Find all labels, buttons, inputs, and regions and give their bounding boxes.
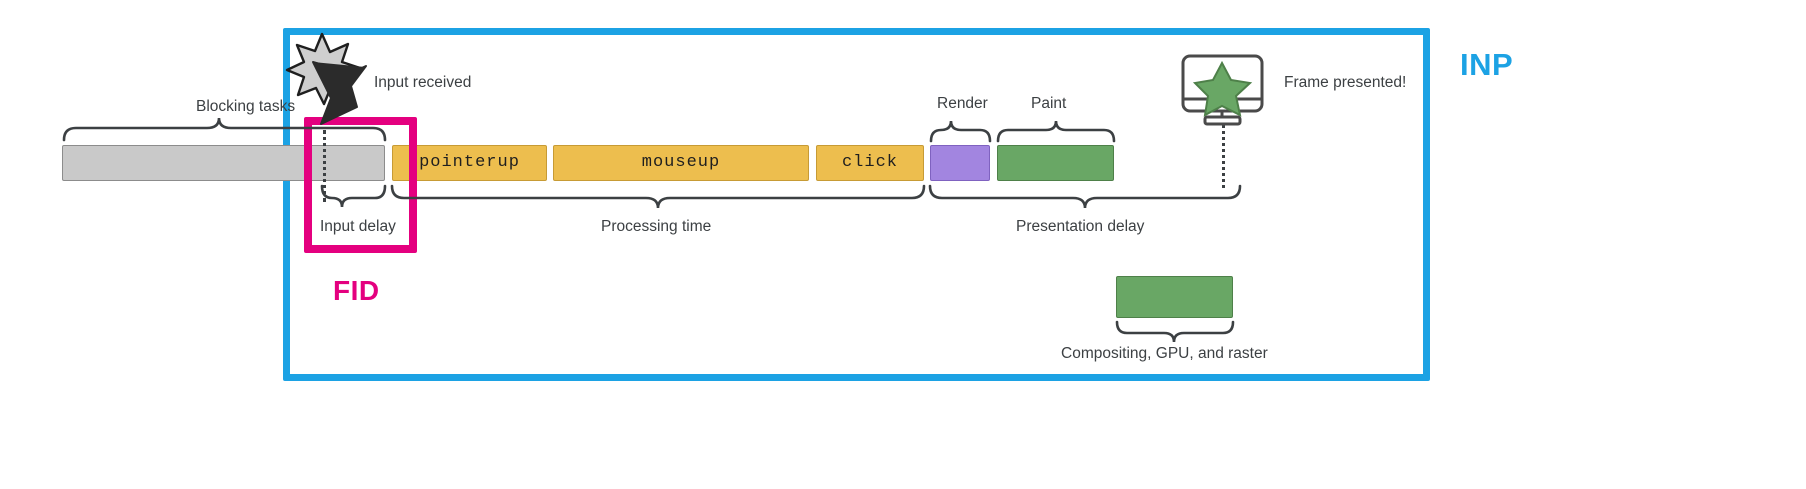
bar-click-label: click — [841, 153, 898, 172]
bar-paint — [997, 145, 1114, 181]
bar-mouseup-label: mouseup — [641, 153, 721, 172]
inp-boundary-box — [283, 28, 1430, 381]
bar-blocking-tasks — [62, 145, 385, 181]
label-compositing: Compositing, GPU, and raster — [1061, 345, 1268, 362]
label-frame-presented: Frame presented! — [1284, 74, 1407, 91]
fid-label: FID — [333, 275, 380, 306]
input-received-guide-line — [323, 130, 326, 202]
frame-presented-guide-line — [1222, 125, 1225, 188]
label-render: Render — [937, 95, 988, 112]
bar-pointerup-label: pointerup — [419, 153, 520, 172]
label-processing-time: Processing time — [601, 218, 712, 235]
label-presentation-delay: Presentation delay — [1016, 218, 1145, 235]
bar-mouseup: mouseup — [553, 145, 809, 181]
label-blocking-tasks: Blocking tasks — [196, 98, 296, 115]
label-input-received: Input received — [374, 74, 472, 91]
bar-click: click — [816, 145, 924, 181]
label-input-delay: Input delay — [320, 218, 396, 235]
inp-label: INP — [1460, 47, 1514, 82]
bar-compositing — [1116, 276, 1233, 318]
bar-render — [930, 145, 990, 181]
label-paint: Paint — [1031, 95, 1067, 112]
bar-pointerup: pointerup — [392, 145, 547, 181]
